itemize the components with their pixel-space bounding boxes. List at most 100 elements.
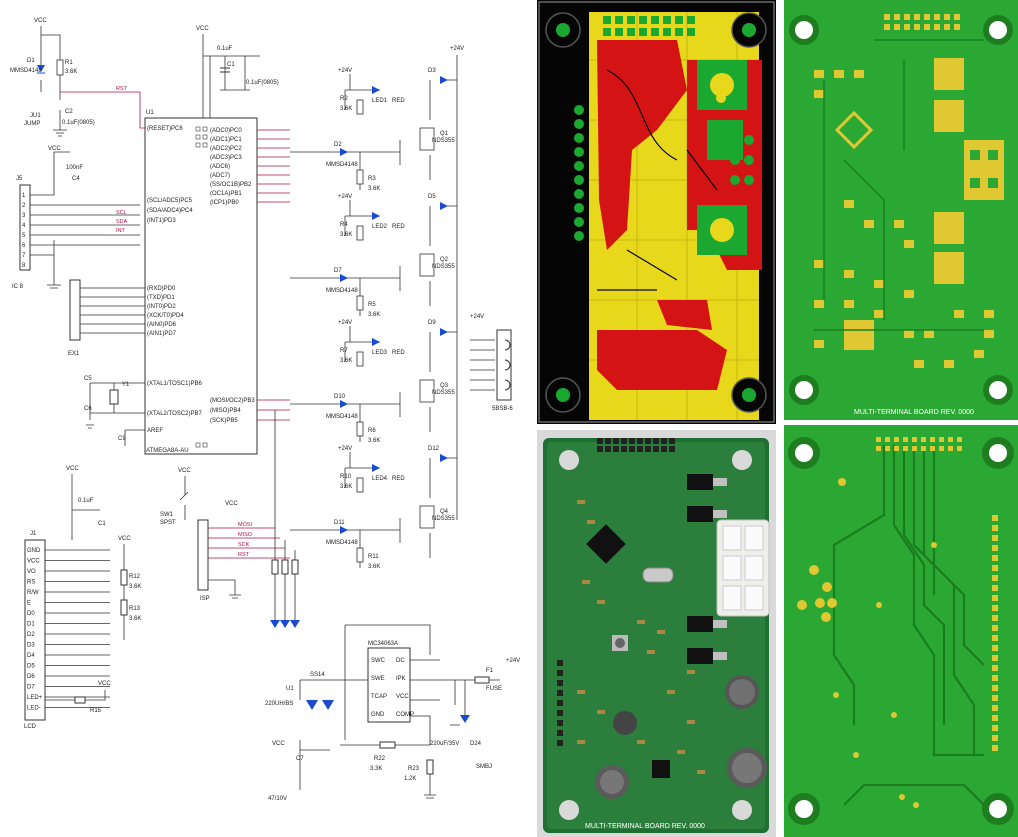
channel-led-ref: LED4 xyxy=(372,476,388,482)
mcu-left-pin-label: (INT0)PD2 xyxy=(147,304,176,310)
c4-ref: C4 xyxy=(72,176,80,182)
mcu-right-pin-label: (SS/OC1B)PB2 xyxy=(210,182,252,188)
r13-value: 3.6K xyxy=(129,616,141,622)
reset-circuit: VCC D1 MMSD4148 R1 3.6K JU1 JUMP C2 0.1u… xyxy=(10,18,145,137)
mcu-left-pin-label: (XCK/T0)PD4 xyxy=(147,313,184,319)
channel-rd-value: 3.6K xyxy=(368,564,380,570)
j5-pin-number: 8 xyxy=(22,263,26,269)
lcd-pin-label: VO xyxy=(27,569,36,575)
vcc-label-sw: VCC xyxy=(178,468,191,474)
switch-isp: VCC SW1 SPST ISP VCC MOSI MISO SCK RST xyxy=(160,410,300,628)
channel-led-color: RED xyxy=(392,476,405,482)
mcu-part: ATMEGA8A-AU xyxy=(146,448,189,454)
lcd-pin-label: D5 xyxy=(27,664,35,670)
mcu-left-pin-label: AREF xyxy=(147,428,163,434)
j5-pin-number: 5 xyxy=(22,233,26,239)
ex1-connector: EX1 xyxy=(68,279,145,357)
c1-ref: C1 xyxy=(227,62,235,68)
pcb-bottom-copper-view xyxy=(784,425,1018,837)
miso-net-label: MISO xyxy=(238,532,253,538)
vcc-label-lcd2: VCC xyxy=(118,536,131,542)
channel-rd-value: 3.6K xyxy=(368,438,380,444)
d24-ref: D24 xyxy=(470,741,482,747)
r1-ref: R1 xyxy=(65,60,73,66)
channel-d-part: MMSD4148 xyxy=(326,540,358,546)
v24-label-channel: +24V xyxy=(338,68,352,74)
channel-rd-ref: R11 xyxy=(368,554,379,560)
v24-label-top: +24V xyxy=(450,46,464,52)
channel-led-ref: LED2 xyxy=(372,224,388,230)
mcu-left-pin-label: (SCL/ADC5)PC5 xyxy=(147,198,193,204)
c2-ref: C2 xyxy=(65,109,73,115)
regulator-pin-left: SWC xyxy=(371,658,386,664)
lcd-ref: LCD xyxy=(24,724,37,730)
j5-ref: J5 xyxy=(16,176,23,182)
c7-value: 47/10V xyxy=(268,796,287,802)
r15-ref: R15 xyxy=(90,708,102,714)
channel-d-ref: D2 xyxy=(334,142,342,148)
lcd-pin-label: D2 xyxy=(27,632,35,638)
j5-pin-number: 6 xyxy=(22,243,26,249)
v24-label-channel: +24V xyxy=(338,446,352,452)
pcb-photo-view: MULTI-TERMINAL BOARD REV. 0000 xyxy=(537,430,776,837)
v24-label-channel: +24V xyxy=(338,194,352,200)
c8-value: 220uF/35V xyxy=(430,741,459,747)
inductor-value: 220UH/BS xyxy=(265,701,293,707)
mcu-left-pin-label: (RESET)PC6 xyxy=(147,126,183,132)
channel-r-ref: R2 xyxy=(340,96,348,102)
mcu-left-pin-label: (SDA/ADC4)PC4 xyxy=(147,208,193,214)
channel-rd-ref: R3 xyxy=(368,176,376,182)
top-silkscreen-text: MULTI-TERMINAL BOARD REV. 0000 xyxy=(854,409,974,416)
channel-rd-ref: R5 xyxy=(368,302,376,308)
j5-value: IC 8 xyxy=(12,284,24,290)
vcc-label-isp: VCC xyxy=(225,501,238,507)
mcu-left-pin-label: (AIN1)PD7 xyxy=(147,331,177,337)
crystal-ref: Y1 xyxy=(122,382,130,388)
mcu-right-pin-label: (MISO)PB4 xyxy=(210,408,241,414)
mosi-net-label: MOSI xyxy=(238,522,253,528)
channel-d-part: MMSD4148 xyxy=(326,288,358,294)
mcu-left-pin-label: (INT1)PD3 xyxy=(147,218,176,224)
regulator-pin-right: IPK xyxy=(396,676,406,682)
channel-d-ref: D10 xyxy=(334,394,346,400)
vcc-label-lcd: VCC xyxy=(66,466,79,472)
jumper-value: JUMP xyxy=(24,121,40,127)
mcu-right-pin-label: (ADC6) xyxy=(210,164,230,170)
pcb-top-copper-view: MULTI-TERMINAL BOARD REV. 0000 xyxy=(784,0,1018,420)
mounting-holes xyxy=(545,12,767,413)
c1-top-value: 0.1uF xyxy=(217,46,233,52)
channel-ds-ref: D9 xyxy=(428,320,436,326)
decoupling-caps: VCC 0.1uF C1 0.1uF(0805) xyxy=(196,26,279,118)
channel-q-part: NDS355 xyxy=(432,516,455,522)
rectifier-label: SS14 xyxy=(310,672,325,678)
c6-ref: C6 xyxy=(84,406,92,412)
channel-rd-value: 3.6K xyxy=(368,312,380,318)
mcu-left-pin-label: (TXD)PD1 xyxy=(147,295,175,301)
fuse-ref: F1 xyxy=(486,668,494,674)
channel-q-part: NDS355 xyxy=(432,390,455,396)
c7-ref: C7 xyxy=(296,756,304,762)
v24-label-channel: +24V xyxy=(338,320,352,326)
scl-net-label: SCL xyxy=(116,210,127,216)
channel-rd-value: 3.6K xyxy=(368,186,380,192)
d1-value: MMSD4148 xyxy=(10,68,42,74)
c4-value: 100nF xyxy=(66,165,83,171)
vcc-label-reg: VCC xyxy=(272,741,285,747)
r23-value: 1.2K xyxy=(404,776,416,782)
v24-label-conn: +24V xyxy=(470,314,484,320)
lcd-pin-label: LED+ xyxy=(27,695,43,701)
j5-pin-number: 1 xyxy=(22,193,26,199)
mcu-left-pin-label: (RXD)PD0 xyxy=(147,286,176,292)
c9-ref: C9 xyxy=(118,436,126,442)
c5-ref: C5 xyxy=(84,376,92,382)
channel-ds-ref: D12 xyxy=(428,446,440,452)
sck-net-label: SCK xyxy=(238,542,250,548)
mcu-ref: U1 xyxy=(146,110,154,116)
d1-ref: D1 xyxy=(27,58,35,64)
channel-d-ref: D7 xyxy=(334,268,342,274)
sw1-ref: SW1 xyxy=(160,512,174,518)
